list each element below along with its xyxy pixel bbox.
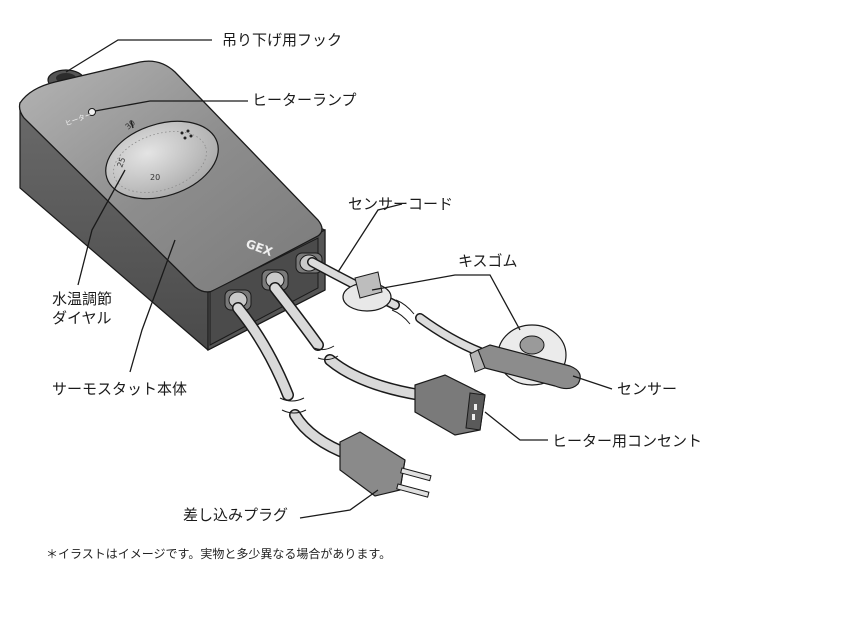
leader-sensor-cord (337, 203, 403, 273)
label-heater-outlet: ヒーター用コンセント (552, 432, 703, 450)
sensor-probe (469, 344, 581, 390)
footnote: ＊イラストはイメージです。実物と多少異なる場合があります。 (46, 547, 392, 561)
label-kiss-rubber: キスゴム (458, 252, 518, 270)
power-plug (339, 431, 432, 498)
leader-outlet (484, 411, 548, 441)
heater-outlet (414, 374, 486, 436)
label-temp-dial-line2: ダイヤル (52, 309, 112, 327)
dial-number-25: 25 (115, 156, 127, 169)
label-heater-lamp: ヒーターランプ (252, 91, 357, 109)
heater-outlet-cord (269, 282, 426, 401)
label-hanging-hook: 吊り下げ用フック (222, 31, 343, 49)
dial-number-20: 20 (150, 173, 160, 182)
label-sensor-cord: センサーコード (348, 195, 454, 213)
label-plug: 差し込みプラグ (183, 506, 289, 524)
leader-temp-dial (77, 169, 126, 286)
leader-plug (299, 489, 379, 519)
leader-body (129, 239, 176, 373)
leader-sensor (572, 375, 613, 390)
leader-hanging-hook (65, 39, 212, 73)
power-cord (232, 302, 356, 461)
label-thermostat-body: サーモスタット本体 (52, 380, 188, 398)
label-sensor: センサー (617, 380, 678, 398)
leader-heater-lamp (94, 100, 248, 112)
leader-lines (65, 39, 613, 519)
kiss-rubber-cord (342, 271, 392, 312)
leader-kiss-rubber-1 (371, 274, 521, 331)
label-temp-dial-line1: 水温調節 (52, 290, 113, 308)
